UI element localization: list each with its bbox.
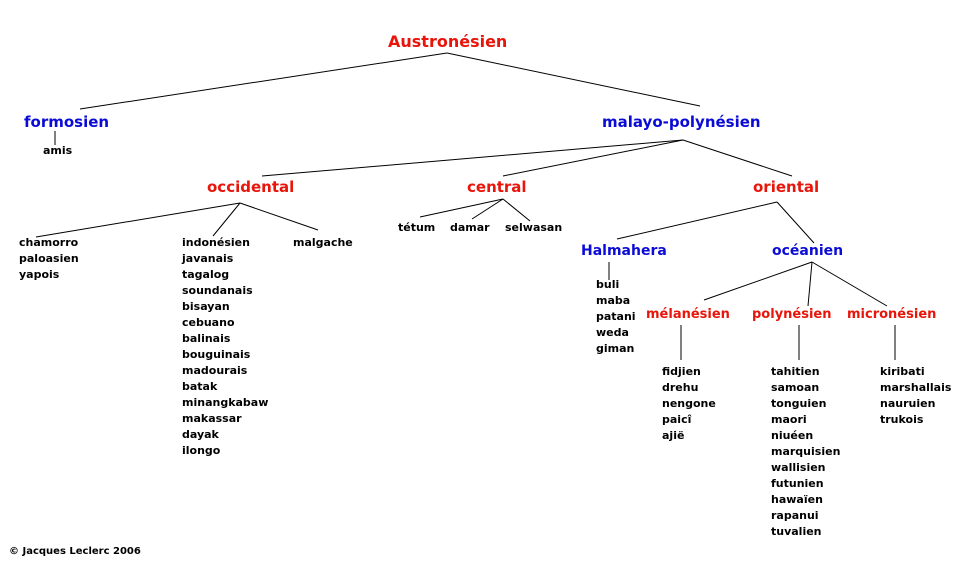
language-item: cebuano: [182, 316, 235, 329]
central-lang-selwasan: selwasan: [505, 221, 563, 234]
edge-oriental-oceanien: [776, 201, 815, 244]
language-item: amis: [43, 144, 73, 157]
language-item: madourais: [182, 364, 248, 377]
node-oriental: oriental: [753, 178, 820, 196]
node-malayo-polynesien: malayo-polynésien: [602, 113, 761, 131]
language-item: maori: [771, 413, 807, 426]
edge-oceanien-polynesien: [807, 261, 813, 307]
edge-occidental-chamorro: [35, 202, 241, 238]
edge-oceanien-micronesien: [811, 261, 888, 307]
language-item: buli: [596, 278, 620, 291]
language-item: nengone: [662, 397, 716, 410]
edge-root-formosien: [79, 52, 448, 110]
language-item: bouguinais: [182, 348, 251, 361]
central-lang-tetum: tétum: [398, 221, 436, 234]
language-item: weda: [596, 326, 629, 339]
edge-oceanien-melanesien: [703, 261, 813, 301]
language-item: paicî: [662, 413, 692, 426]
language-item: ajië: [662, 429, 685, 442]
formosien-languages: amis: [43, 143, 72, 159]
language-item: nauruien: [880, 397, 936, 410]
language-item: niuéen: [771, 429, 814, 442]
language-item: hawaïen: [771, 493, 823, 506]
edge-malayo-oriental: [682, 139, 793, 177]
language-item: dayak: [182, 428, 219, 441]
language-item: marshallais: [880, 381, 952, 394]
central-lang-damar: damar: [450, 221, 490, 234]
edge-occidental-malgache: [239, 202, 319, 231]
edge-central-selwasan: [502, 198, 531, 222]
language-item: samoan: [771, 381, 820, 394]
language-item: soundanais: [182, 284, 253, 297]
node-occidental: occidental: [207, 178, 295, 196]
node-melanesien: mélanésien: [646, 307, 730, 322]
language-item: makassar: [182, 412, 242, 425]
node-austronesien: Austronésien: [388, 32, 508, 51]
micronesien-languages: kiribati marshallais nauruien trukois: [880, 364, 951, 428]
edge-oriental-halmahera: [616, 201, 778, 240]
language-item: rapanui: [771, 509, 819, 522]
edge-malayo-occidental: [261, 139, 684, 177]
language-item: giman: [596, 342, 635, 355]
polynesien-languages: tahitien samoan tonguien maori niuéen marquis…: [771, 364, 840, 540]
occidental-group-chamorro: chamorro paloasien yapois: [19, 235, 79, 283]
language-item: batak: [182, 380, 218, 393]
edge-central-tetum: [419, 198, 504, 218]
language-item: patani: [596, 310, 636, 323]
edge-occidental-indonesien: [212, 202, 241, 237]
language-item: paloasien: [19, 252, 79, 265]
language-item: trukois: [880, 413, 924, 426]
node-halmahera: Halmahera: [581, 243, 667, 259]
language-item: yapois: [19, 268, 60, 281]
edge-root-malayo: [446, 52, 701, 107]
language-item: indonésien: [182, 236, 250, 249]
occidental-group-malgache: malgache: [293, 235, 353, 251]
language-item: malgache: [293, 236, 353, 249]
node-polynesien: polynésien: [752, 307, 832, 322]
language-item: balinais: [182, 332, 231, 345]
node-oceanien: océanien: [772, 243, 844, 259]
language-item: drehu: [662, 381, 699, 394]
language-item: wallisien: [771, 461, 826, 474]
language-item: tahitien: [771, 365, 820, 378]
language-item: maba: [596, 294, 631, 307]
occidental-group-indonesien: indonésien javanais tagalog soundanais bisay…: [182, 235, 268, 459]
language-item: bisayan: [182, 300, 230, 313]
language-item: marquisien: [771, 445, 841, 458]
language-item: minangkabaw: [182, 396, 269, 409]
language-item: kiribati: [880, 365, 925, 378]
language-item: javanais: [182, 252, 234, 265]
copyright-credit: © Jacques Leclerc 2006: [9, 546, 141, 557]
language-item: tonguien: [771, 397, 827, 410]
language-item: chamorro: [19, 236, 79, 249]
language-item: fidjien: [662, 365, 701, 378]
edge-central-damar: [471, 198, 504, 220]
node-micronesien: micronésien: [847, 307, 937, 322]
language-item: futunien: [771, 477, 824, 490]
language-item: tuvalien: [771, 525, 822, 538]
language-item: ilongo: [182, 444, 221, 457]
melanesien-languages: fidjien drehu nengone paicî ajië: [662, 364, 716, 444]
halmahera-languages: buli maba patani weda giman: [596, 277, 636, 357]
node-formosien: formosien: [24, 113, 110, 131]
edge-malayo-central: [502, 139, 684, 177]
node-central: central: [467, 178, 527, 196]
language-item: tagalog: [182, 268, 230, 281]
